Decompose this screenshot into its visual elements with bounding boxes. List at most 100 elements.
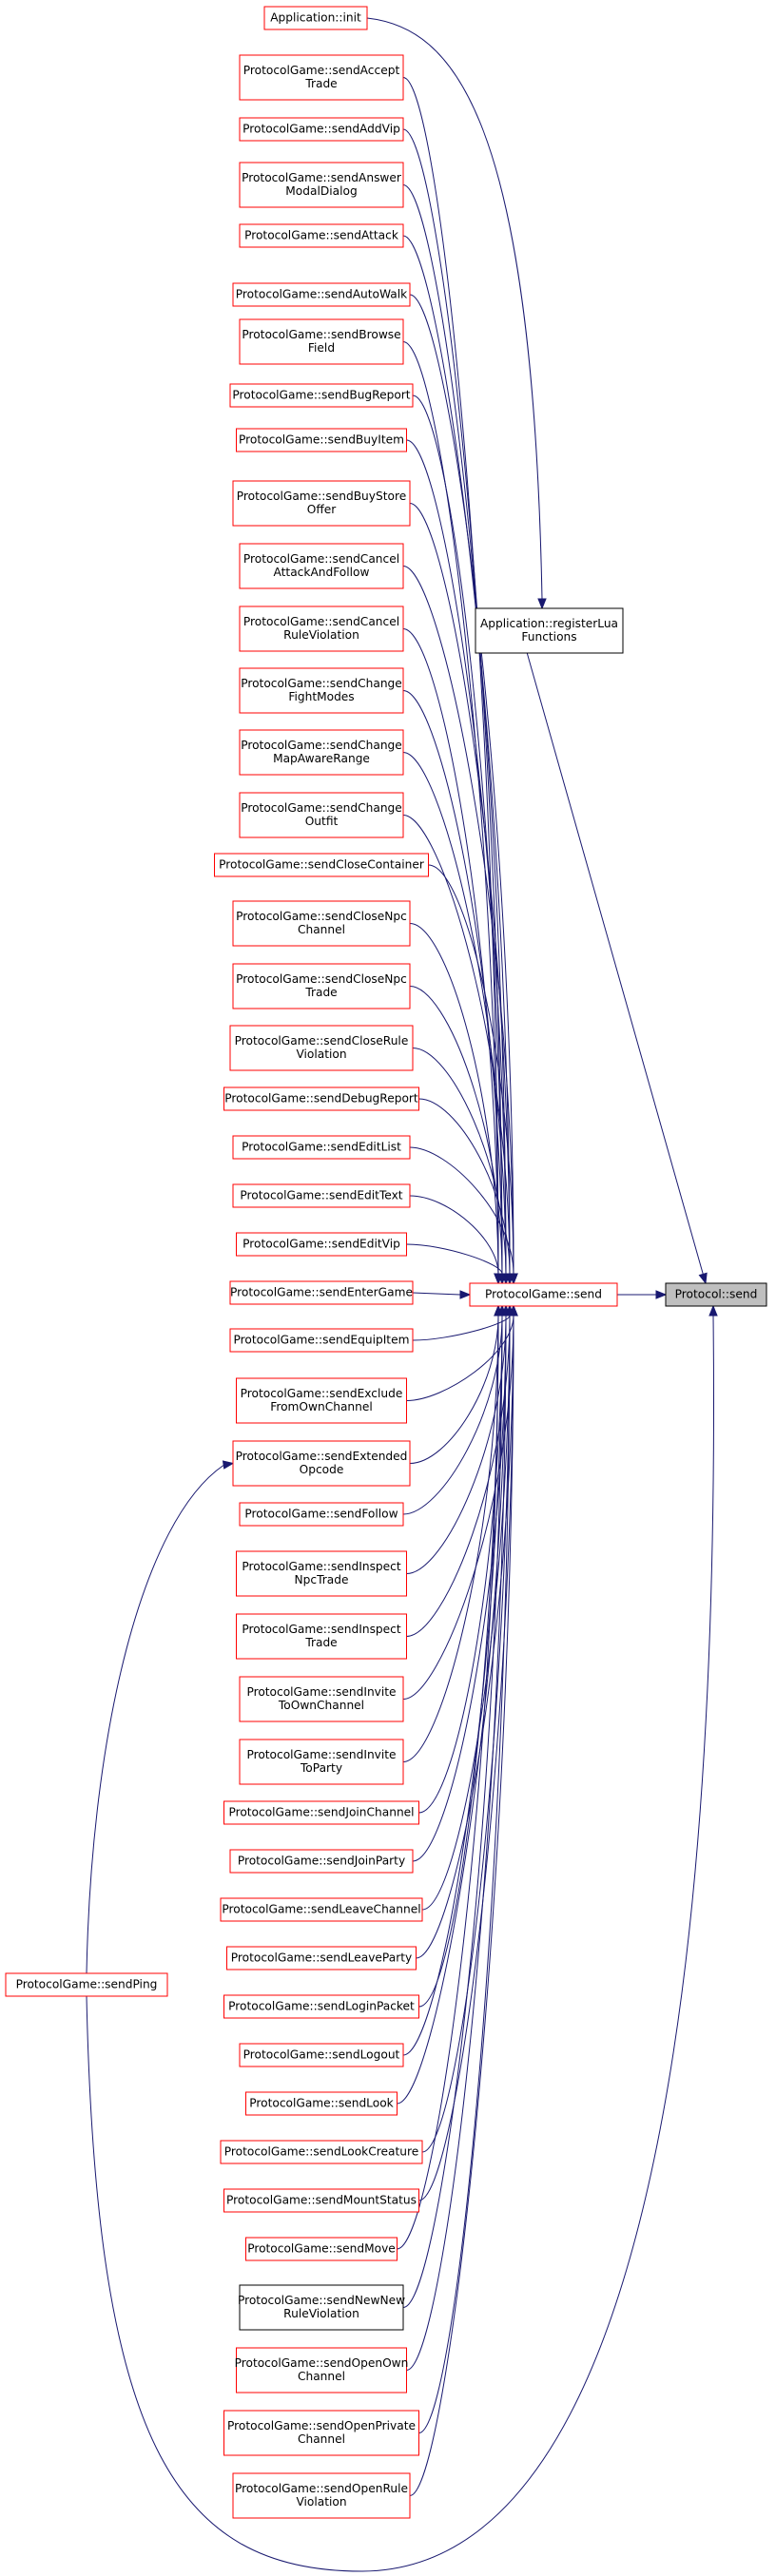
edge-c22-to-pgsend-arrowhead	[459, 1290, 472, 1299]
node-c34[interactable]: ProtocolGame::sendLeaveParty	[226, 1946, 417, 1970]
node-box	[239, 223, 404, 248]
node-box	[263, 6, 368, 30]
node-target[interactable]: Protocol::send	[665, 1282, 767, 1307]
node-label-line: ProtocolGame::sendInspect	[242, 1623, 401, 1636]
node-label-line: ProtocolGame::sendJoinChannel	[228, 1806, 414, 1819]
node-label-line: ProtocolGame::sendMountStatus	[226, 2194, 417, 2207]
node-box	[5, 1972, 168, 1997]
node-label-line: NpcTrade	[295, 1573, 349, 1586]
node-label-line: FromOwnChannel	[270, 1400, 373, 1413]
node-label-line: ProtocolGame::sendAddVip	[242, 123, 400, 136]
node-label-line: Functions	[521, 630, 576, 644]
node-box	[239, 117, 404, 142]
edge-c12-to-pgsend	[402, 752, 507, 1275]
edge-c25-to-pgsend	[409, 1315, 499, 1464]
edge-c15-to-pgsend	[409, 923, 499, 1275]
node-c7[interactable]: ProtocolGame::sendBuyItem	[236, 428, 407, 452]
node-c1[interactable]: ProtocolGame::sendAddVip	[239, 117, 404, 142]
node-c26[interactable]: ProtocolGame::sendFollow	[239, 1502, 404, 1527]
node-box	[223, 2410, 419, 2456]
node-box	[232, 480, 411, 527]
node-label-line: ProtocolGame::sendInvite	[246, 1748, 396, 1761]
node-label-line: ProtocolGame::sendChange	[241, 677, 402, 690]
edge-c1-to-pgsend	[402, 128, 503, 1275]
node-c33[interactable]: ProtocolGame::sendLeaveChannel	[220, 1897, 423, 1922]
node-app-init[interactable]: Application::init	[263, 6, 368, 30]
node-pg-send[interactable]: ProtocolGame::send	[469, 1282, 618, 1307]
node-c37[interactable]: ProtocolGame::sendLook	[245, 2091, 398, 2116]
node-label-line: Trade	[304, 77, 337, 90]
edge-c44-to-pgsend-arrowhead	[509, 1304, 518, 1317]
node-c39[interactable]: ProtocolGame::sendMountStatus	[223, 2188, 419, 2213]
node-c21[interactable]: ProtocolGame::sendEditVip	[236, 1232, 407, 1257]
node-c20[interactable]: ProtocolGame::sendEditText	[232, 1183, 411, 1208]
node-c35[interactable]: ProtocolGame::sendLoginPacket	[223, 1994, 419, 2019]
node-label-line: ToParty	[300, 1761, 342, 1775]
edge-c19-to-pgsend	[409, 1146, 514, 1275]
node-box	[232, 1440, 411, 1487]
node-box	[223, 1086, 419, 1111]
node-box	[239, 2043, 404, 2067]
edge-c27-to-pgsend	[406, 1315, 507, 1574]
edge-c28-to-pgsend	[406, 1315, 511, 1637]
node-c4[interactable]: ProtocolGame::sendAutoWalk	[232, 282, 411, 307]
node-box	[469, 1282, 618, 1307]
node-c14[interactable]: ProtocolGame::sendCloseContainer	[214, 853, 429, 877]
node-box	[239, 1739, 404, 1785]
node-box	[223, 1800, 419, 1825]
node-c18[interactable]: ProtocolGame::sendDebugReport	[223, 1086, 419, 1111]
node-box	[232, 282, 411, 307]
node-box	[245, 2237, 398, 2261]
node-label-line: ProtocolGame::sendCancel	[243, 615, 399, 628]
edge-c30-to-pgsend	[402, 1315, 499, 1762]
node-box	[239, 606, 404, 652]
node-box	[239, 318, 404, 365]
edge-c37-to-pgsend	[397, 1315, 507, 2105]
node-c6[interactable]: ProtocolGame::sendBugReport	[229, 383, 414, 408]
node-c36[interactable]: ProtocolGame::sendLogout	[239, 2043, 404, 2067]
node-label-line: AttackAndFollow	[274, 566, 370, 579]
node-c19[interactable]: ProtocolGame::sendEditList	[232, 1135, 411, 1160]
node-label-line: ProtocolGame::sendPing	[16, 1978, 158, 1991]
edge-c42-to-pgsend	[406, 1315, 507, 2371]
edge-sendping-to-sendextendedopcode-arrowhead	[222, 1460, 235, 1470]
edge-c36-to-pgsend	[402, 1315, 503, 2056]
node-c38[interactable]: ProtocolGame::sendLookCreature	[220, 2140, 423, 2164]
node-label-line: ProtocolGame::sendLoginPacket	[228, 2000, 415, 2013]
node-box	[220, 2140, 423, 2164]
node-c40[interactable]: ProtocolGame::sendMove	[245, 2237, 398, 2261]
edge-c22-to-pgsend	[412, 1292, 461, 1296]
node-label-line: ProtocolGame::sendLeaveParty	[231, 1951, 412, 1965]
node-c3[interactable]: ProtocolGame::sendAttack	[239, 223, 404, 248]
node-send-ping[interactable]: ProtocolGame::sendPing	[5, 1972, 168, 1997]
node-label-line: ProtocolGame::sendFollow	[244, 1508, 398, 1521]
node-c23[interactable]: ProtocolGame::sendEquipItem	[229, 1328, 414, 1353]
node-c32[interactable]: ProtocolGame::sendJoinParty	[229, 1849, 414, 1874]
node-c31[interactable]: ProtocolGame::sendJoinChannel	[223, 1800, 419, 1825]
node-label-line: ProtocolGame::sendCloseNpc	[236, 910, 407, 923]
node-c22[interactable]: ProtocolGame::sendEnterGame	[229, 1280, 414, 1305]
